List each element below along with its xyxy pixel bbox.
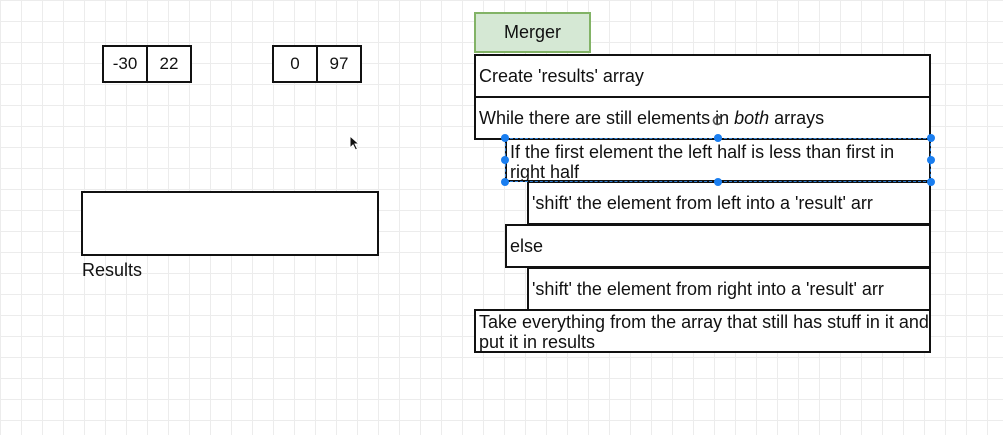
resize-handle[interactable] bbox=[501, 178, 509, 186]
array-cell: 97 bbox=[316, 47, 360, 81]
step-take-remaining[interactable]: Take everything from the array that stil… bbox=[474, 309, 931, 353]
merger-title-tab[interactable]: Merger bbox=[474, 12, 591, 53]
step-create-results[interactable]: Create 'results' array bbox=[474, 54, 931, 98]
step-text: 'shift' the element from left into a 're… bbox=[532, 193, 873, 213]
mouse-pointer-icon bbox=[349, 135, 361, 151]
resize-handle[interactable] bbox=[501, 134, 509, 142]
step-text: Take everything from the array that stil… bbox=[479, 312, 929, 352]
resize-handle[interactable] bbox=[501, 156, 509, 164]
step-text: If the first element the left half is le… bbox=[510, 142, 895, 182]
resize-handle[interactable] bbox=[927, 134, 935, 142]
step-text: Create 'results' array bbox=[479, 66, 644, 86]
step-text: While there are still elements in both a… bbox=[479, 108, 825, 128]
results-box[interactable] bbox=[81, 191, 379, 256]
step-shift-left[interactable]: 'shift' the element from left into a 're… bbox=[527, 181, 931, 225]
right-array[interactable]: 0 97 bbox=[272, 45, 362, 83]
array-cell: -30 bbox=[112, 54, 138, 73]
step-text: else bbox=[510, 236, 544, 256]
step-text: 'shift' the element from right into a 'r… bbox=[532, 279, 884, 299]
step-shift-right[interactable]: 'shift' the element from right into a 'r… bbox=[527, 267, 931, 311]
left-array[interactable]: -30 22 bbox=[102, 45, 192, 83]
step-if-condition[interactable]: If the first element the left half is le… bbox=[505, 138, 931, 182]
step-else[interactable]: else bbox=[505, 224, 931, 268]
rotate-handle-icon[interactable] bbox=[711, 114, 724, 127]
resize-handle[interactable] bbox=[714, 134, 722, 142]
array-cell: 0 bbox=[290, 54, 300, 73]
resize-handle[interactable] bbox=[927, 178, 935, 186]
resize-handle[interactable] bbox=[714, 178, 722, 186]
results-label: Results bbox=[82, 260, 143, 280]
step-while-loop[interactable]: While there are still elements in both a… bbox=[474, 96, 931, 140]
resize-handle[interactable] bbox=[927, 156, 935, 164]
array-cell: 22 bbox=[146, 47, 190, 81]
